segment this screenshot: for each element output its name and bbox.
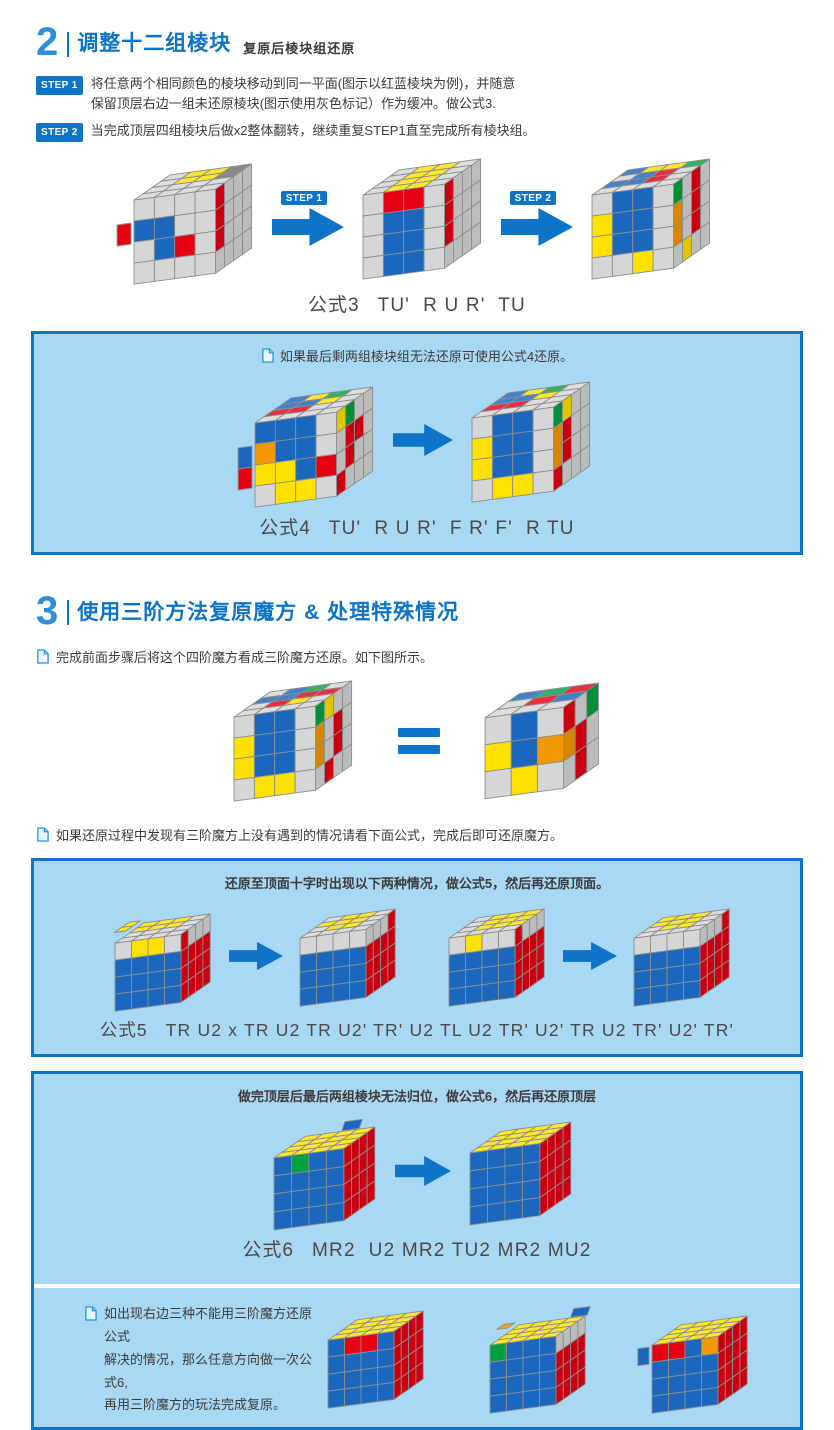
formula5-box: 还原至顶面十字时出现以下两种情况，做公式5，然后再还原顶面。 公式5 TR U2 … — [31, 857, 803, 1057]
arrow — [228, 941, 283, 975]
cube-diagram — [256, 1113, 383, 1235]
section-title: 调整十二组棱块 — [77, 32, 232, 55]
cube-diagram — [627, 904, 738, 1012]
step1-badge: STEP 1 — [280, 190, 328, 205]
cube-diagram — [97, 900, 219, 1017]
special-note-text: 如出现右边三种不能用三阶魔方还原公式 解决的情况，那么任意方向做一次公式6, 再… — [104, 1306, 313, 1413]
formula4-cube-flow — [34, 373, 800, 513]
cube-diagram — [634, 1302, 756, 1419]
section-3-heading: 3 使用三阶方法复原魔方 & 处理特殊情况 — [36, 555, 834, 633]
step-list: STEP 1 将任意两个相同颜色的棱块移动到同一平面(图示以红蓝棱块为例)，并随… — [36, 74, 834, 142]
formula-moves: MR2 U2 MR2 TU2 MR2 MU2 — [312, 1239, 592, 1261]
formula-3: 公式3 TU' R U R' TU — [0, 290, 834, 317]
box-title: 还原至顶面十字时出现以下两种情况，做公式5，然后再还原顶面。 — [34, 873, 800, 892]
formula6-box: 做完顶层后最后两组棱块无法归位，做公式6，然后再还原顶层 公式6 MR2 U2 M… — [31, 1070, 803, 1430]
equals-icon — [398, 728, 440, 755]
cube-diagram — [442, 904, 553, 1012]
formula-moves: TU' R U R' TU — [377, 294, 526, 316]
step2-badge: STEP 2 — [36, 123, 83, 142]
cube-diagram — [321, 1306, 432, 1414]
note-icon — [37, 827, 49, 842]
section-2-heading: 2 调整十二组棱块 复原后棱块组还原 — [36, 0, 834, 64]
step1-badge: STEP 1 — [36, 76, 83, 95]
special-cubes — [321, 1302, 756, 1419]
box-note: 如果最后剩两组棱块组无法还原可使用公式4还原。 — [34, 346, 800, 365]
special-note: 如出现右边三种不能用三阶魔方还原公式 解决的情况，那么任意方向做一次公式6, 再… — [84, 1303, 321, 1417]
note-text: 完成前面步骤后将这个四阶魔方看成三阶魔方还原。如下图所示。 — [56, 649, 434, 665]
arrow-right-icon — [394, 1156, 451, 1191]
formula-moves: TR U2 x TR U2 TR U2' TR' U2 TL U2 TR' U2… — [165, 1019, 735, 1040]
cube-diagram-4x4 — [227, 676, 360, 807]
box-title-text: 还原至顶面十字时出现以下两种情况，做公式5，然后再还原顶面。 — [224, 875, 610, 891]
formula-label: 公式3 — [308, 294, 360, 316]
formula-5: 公式5 TR U2 x TR U2 TR U2' TR' U2 TL U2 TR'… — [34, 1017, 800, 1042]
arrow-right-icon — [272, 207, 344, 251]
cube-diagram — [463, 1117, 579, 1230]
arrow-right-icon — [392, 424, 453, 461]
note-line: 如果还原过程中发现有三阶魔方上没有遇到的情况请看下面公式，完成后即可还原魔方。 — [36, 825, 834, 844]
arrow — [562, 941, 617, 975]
arrow — [392, 424, 453, 461]
heading-separator — [67, 31, 70, 57]
step2-arrow: STEP 2 — [501, 189, 573, 251]
cube-diagram — [116, 150, 260, 290]
equivalence-row — [0, 676, 834, 807]
section-number: 3 — [36, 588, 59, 633]
formula-label: 公式4 — [259, 517, 311, 539]
step-item: STEP 2 当完成顶层四组棱块后做x2整体翻转，继续重复STEP1直至完成所有… — [36, 121, 834, 142]
step1-arrow: STEP 1 — [272, 189, 344, 251]
section-subtitle: 复原后棱块组还原 — [243, 40, 356, 56]
step-text: 当完成顶层四组棱块后做x2整体翻转，继续重复STEP1直至完成所有棱块组。 — [90, 123, 536, 139]
note-text: 如果最后剩两组棱块组无法还原可使用公式4还原。 — [279, 348, 574, 364]
section-title: 使用三阶方法复原魔方 & 处理特殊情况 — [77, 600, 460, 624]
formula-label: 公式6 — [242, 1239, 294, 1261]
cube-diagram — [465, 377, 598, 508]
note-line: 完成前面步骤后将这个四阶魔方看成三阶魔方还原。如下图所示。 — [36, 647, 834, 666]
formula-4: 公式4 TU' R U R' F R' F' R TU — [34, 513, 800, 540]
special-cases-row: 如出现右边三种不能用三阶魔方还原公式 解决的情况，那么任意方向做一次公式6, 再… — [34, 1288, 800, 1427]
arrow-right-icon — [228, 941, 283, 975]
step-text: 将任意两个相同颜色的棱块移动到同一平面(图示以红蓝棱块为例)，并随意 保留顶层右… — [90, 76, 516, 112]
cube-diagram — [293, 904, 404, 1012]
cube-diagram — [472, 1302, 594, 1419]
cube-diagram — [585, 154, 718, 285]
step-item: STEP 1 将任意两个相同颜色的棱块移动到同一平面(图示以红蓝棱块为例)，并随… — [36, 74, 834, 114]
cube-diagram-3x3 — [478, 678, 607, 804]
arrow-right-icon — [562, 941, 617, 975]
section-number: 2 — [36, 20, 59, 64]
formula5-cube-flow — [34, 900, 800, 1017]
formula-6: 公式6 MR2 U2 MR2 TU2 MR2 MU2 — [34, 1235, 800, 1272]
arrow-right-icon — [501, 207, 573, 251]
formula6-cube-flow — [34, 1113, 800, 1235]
note-icon — [262, 348, 274, 363]
note-text: 如果还原过程中发现有三阶魔方上没有遇到的情况请看下面公式，完成后即可还原魔方。 — [56, 827, 564, 843]
box-title-text: 做完顶层后最后两组棱块无法归位，做公式6，然后再还原顶层 — [237, 1088, 597, 1104]
formula-moves: TU' R U R' F R' F' R TU — [328, 517, 575, 539]
formula-label: 公式5 — [99, 1019, 148, 1040]
note-icon — [85, 1306, 97, 1322]
step2-badge: STEP 2 — [509, 190, 557, 205]
box-title: 做完顶层后最后两组棱块无法归位，做公式6，然后再还原顶层 — [34, 1086, 800, 1105]
arrow — [394, 1156, 451, 1191]
formula4-box: 如果最后剩两组棱块组无法还原可使用公式4还原。 公式4 TU' R U R' F … — [31, 330, 803, 555]
cube-diagram — [237, 373, 381, 513]
note-icon — [37, 649, 49, 664]
heading-separator — [67, 600, 70, 626]
cube-diagram — [356, 154, 489, 285]
formula3-cube-flow: STEP 1 STEP 2 — [0, 150, 834, 290]
